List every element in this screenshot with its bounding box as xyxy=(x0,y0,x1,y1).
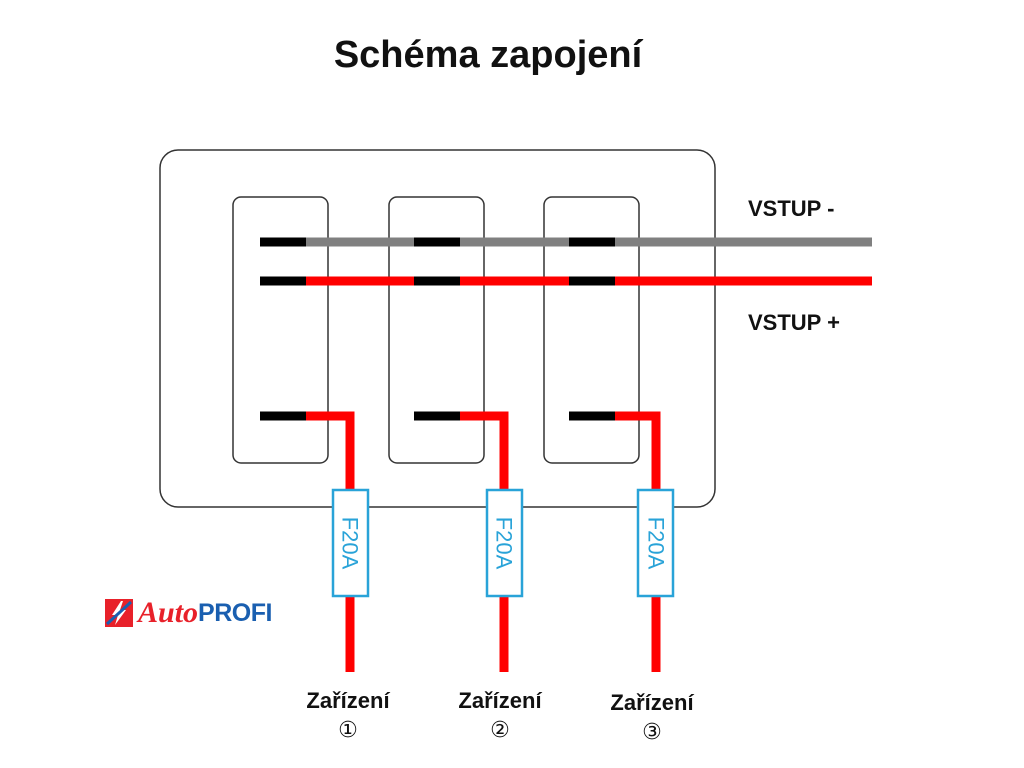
device-1-label: Zařízení xyxy=(306,688,390,713)
switch-3 xyxy=(543,196,640,464)
device-2: Zařízení ② xyxy=(425,686,575,746)
autoprofi-logo: Auto PROFI xyxy=(104,596,272,630)
device-1: Zařízení ① xyxy=(273,686,423,746)
input-positive-label: VSTUP + xyxy=(748,310,840,335)
output-wire-2 xyxy=(460,411,509,490)
device-3-label: Zařízení xyxy=(610,690,694,715)
fuse-label-1: F20A xyxy=(338,517,363,570)
logo-text-auto: Auto xyxy=(138,596,199,629)
fuse-3 xyxy=(636,488,675,598)
switch-2 xyxy=(388,196,485,464)
fuse-label-3: F20A xyxy=(644,517,669,570)
switch-panel-housing xyxy=(159,149,716,508)
input-negative-label: VSTUP - xyxy=(748,196,835,221)
diagram-title: Schéma zapojení xyxy=(333,34,643,76)
device-3: Zařízení ③ xyxy=(577,688,727,748)
device-2-number: ② xyxy=(490,718,510,743)
output-wire-3 xyxy=(615,411,661,490)
device-3-number: ③ xyxy=(642,720,662,745)
logo-text-profi: PROFI xyxy=(198,598,272,627)
lightning-logo-icon xyxy=(105,599,133,627)
device-2-label: Zařízení xyxy=(458,688,542,713)
fuse-2 xyxy=(485,488,524,598)
device-1-number: ① xyxy=(338,718,358,743)
output-wire-1 xyxy=(306,411,355,490)
fuse-1 xyxy=(331,488,370,598)
switch-1 xyxy=(232,196,329,464)
fuse-label-2: F20A xyxy=(492,517,517,570)
